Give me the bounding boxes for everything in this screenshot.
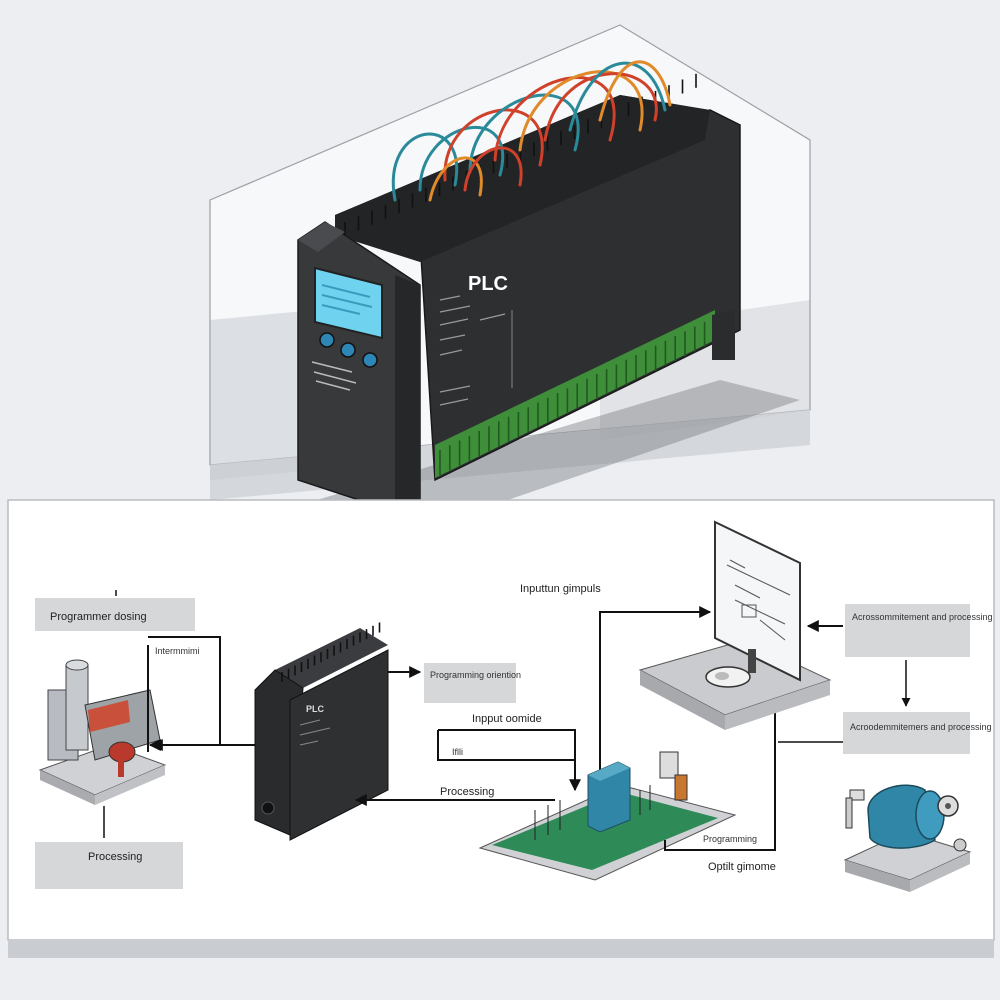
label-right-top: Acrossommitement and processing (852, 612, 993, 622)
label-box-right-mid (843, 712, 970, 754)
label-left-mid: Intermmimi (155, 646, 200, 656)
label-left-top: Programmer dosing (50, 611, 147, 623)
diagram-panel-shadow (8, 940, 994, 958)
label-programming-box: Programming oriention (430, 670, 521, 680)
label-right-mid: Acroodemmitemers and processing (850, 722, 992, 732)
small-plc-markings (299, 719, 331, 746)
label-left-bottom: Processing (88, 851, 142, 863)
label-input-note: Inpput oomide (472, 713, 542, 725)
small-plc-title: PLC (306, 704, 325, 714)
monitor-icon (638, 520, 832, 730)
connector-input (437, 730, 581, 792)
plc-button-1[interactable] (319, 332, 335, 348)
circuit-board-icon (478, 751, 737, 881)
plc-title: PLC (468, 273, 508, 295)
mouse-icon (705, 666, 751, 688)
label-box-right-top (845, 604, 970, 657)
plc-face-text-lines (311, 361, 357, 391)
connector-board-to-monitor (599, 606, 712, 770)
small-plc-icon (254, 622, 389, 841)
lcd-screen-icon (314, 266, 383, 340)
plc-front-markings (439, 295, 506, 406)
wire-bundle (391, 60, 672, 202)
motor-icon (843, 784, 972, 892)
small-plc-terminals (281, 622, 381, 682)
label-box-left-top (35, 598, 195, 631)
plc-button-2[interactable] (340, 342, 356, 358)
connector-board-to-output (664, 698, 781, 851)
label-box-programming (424, 663, 516, 703)
plc-button-3[interactable] (362, 352, 378, 368)
label-output-small: Programming (703, 834, 757, 844)
label-top-center: Inputtun gimpuls (520, 583, 601, 595)
label-input-small: Iflli (452, 747, 463, 757)
machine-icon (38, 659, 167, 805)
connector-input-top (438, 729, 576, 760)
label-output-main: Optilt gimome (708, 861, 776, 873)
plc-controller-icon (297, 73, 800, 530)
label-box-left-bottom (35, 842, 183, 889)
label-processing: Processing (440, 786, 494, 798)
